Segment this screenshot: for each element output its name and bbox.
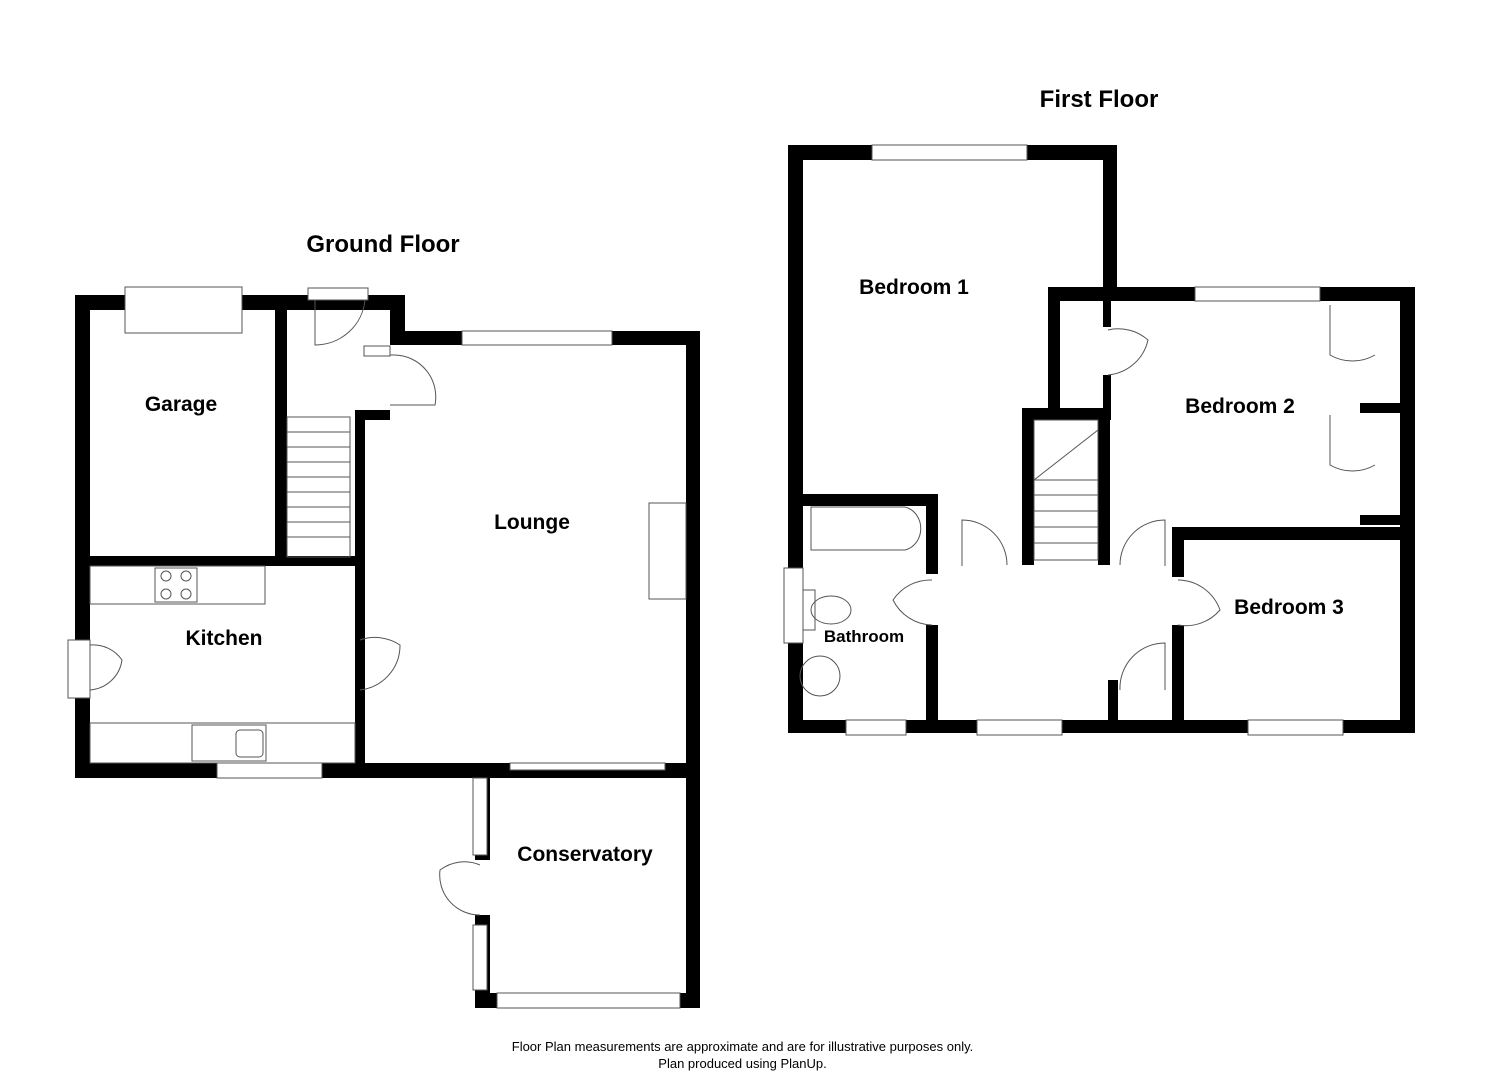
footer-disclaimer: Floor Plan measurements are approximate … [511,1039,974,1054]
first-floor-title: First Floor [1040,86,1159,113]
ground-floor-title: Ground Floor [306,231,459,258]
first-floor-windows [783,144,1344,736]
room-label-garage: Garage [145,393,217,416]
room-label-bedroom-1: Bedroom 1 [859,276,969,299]
bathroom-fittings [799,506,922,697]
ground-floor-doors [89,299,481,916]
footer-credit: Plan produced using PlanUp. [658,1056,827,1071]
garage-door [124,286,243,334]
room-label-conservatory: Conservatory [517,843,653,866]
room-label-bedroom-2: Bedroom 2 [1185,395,1295,418]
ground-floor-windows [67,286,681,1009]
room-label-bedroom-3: Bedroom 3 [1234,596,1344,619]
room-label-lounge: Lounge [494,511,570,534]
first-floor-stairs [1033,419,1099,561]
room-label-bathroom: Bathroom [824,627,904,646]
ground-floor-stairs [286,416,351,558]
kitchen-fittings [89,502,687,764]
room-label-kitchen: Kitchen [185,627,262,650]
first-floor-doors [892,305,1376,691]
